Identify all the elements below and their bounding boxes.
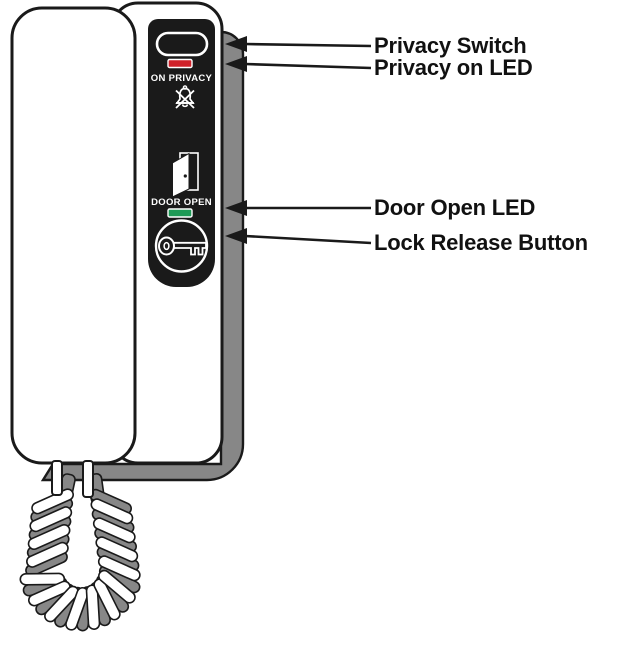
cord-coil-segment — [97, 569, 136, 604]
coiled-cord — [19, 460, 141, 632]
callout-label-privacy-switch: Privacy Switch — [374, 33, 527, 58]
arrowhead-icon — [225, 36, 247, 52]
callout-label-privacy-on-led: Privacy on LED — [374, 55, 533, 80]
lock-release-button[interactable] — [154, 219, 209, 273]
callout-label-lock-release: Lock Release Button — [374, 230, 588, 255]
arrowhead-icon — [225, 228, 247, 244]
cord-tab-left — [51, 460, 63, 496]
callout-arrows — [225, 36, 372, 245]
cord-coil-segment — [95, 536, 139, 563]
callout-arrow-privacy-switch — [225, 36, 372, 52]
privacy-on-led — [167, 58, 193, 69]
key-icon — [158, 236, 207, 256]
arrowhead-icon — [225, 200, 247, 216]
cord-tab-right — [82, 460, 94, 498]
callout-arrow-lock-release — [225, 228, 372, 245]
cord-coil-segment — [26, 541, 69, 568]
cord-coil-segment — [19, 572, 66, 586]
cord-coil-segment — [97, 555, 141, 582]
cord-coil-segment — [29, 506, 73, 533]
cord-coil-segment — [90, 498, 134, 525]
door-open-led — [167, 208, 193, 218]
arrowhead-icon — [225, 56, 247, 72]
cord-coil-segment — [31, 488, 74, 515]
cord-coil-segment — [65, 586, 89, 631]
door-indicator-label: DOOR OPEN — [151, 197, 212, 208]
cord-coil-segment — [92, 517, 136, 544]
handset[interactable] — [10, 6, 137, 465]
callout-arrow-door-open-led — [225, 200, 371, 216]
bell-muted-icon — [175, 85, 195, 109]
privacy-indicator-label: ON PRIVACY — [151, 73, 213, 84]
cord-coil-segment — [85, 584, 101, 630]
callout-arrow-privacy-on-led — [225, 56, 372, 72]
cord-coil-segment — [44, 585, 80, 623]
cord-coil-segment — [93, 578, 121, 621]
cord-coil-segment — [27, 523, 71, 551]
door-open-icon — [172, 152, 199, 198]
cord-coil-segment — [28, 580, 71, 607]
coil-front-loops — [19, 488, 141, 631]
privacy-switch[interactable] — [155, 31, 209, 57]
callout-label-door-open-led: Door Open LED — [374, 195, 536, 220]
